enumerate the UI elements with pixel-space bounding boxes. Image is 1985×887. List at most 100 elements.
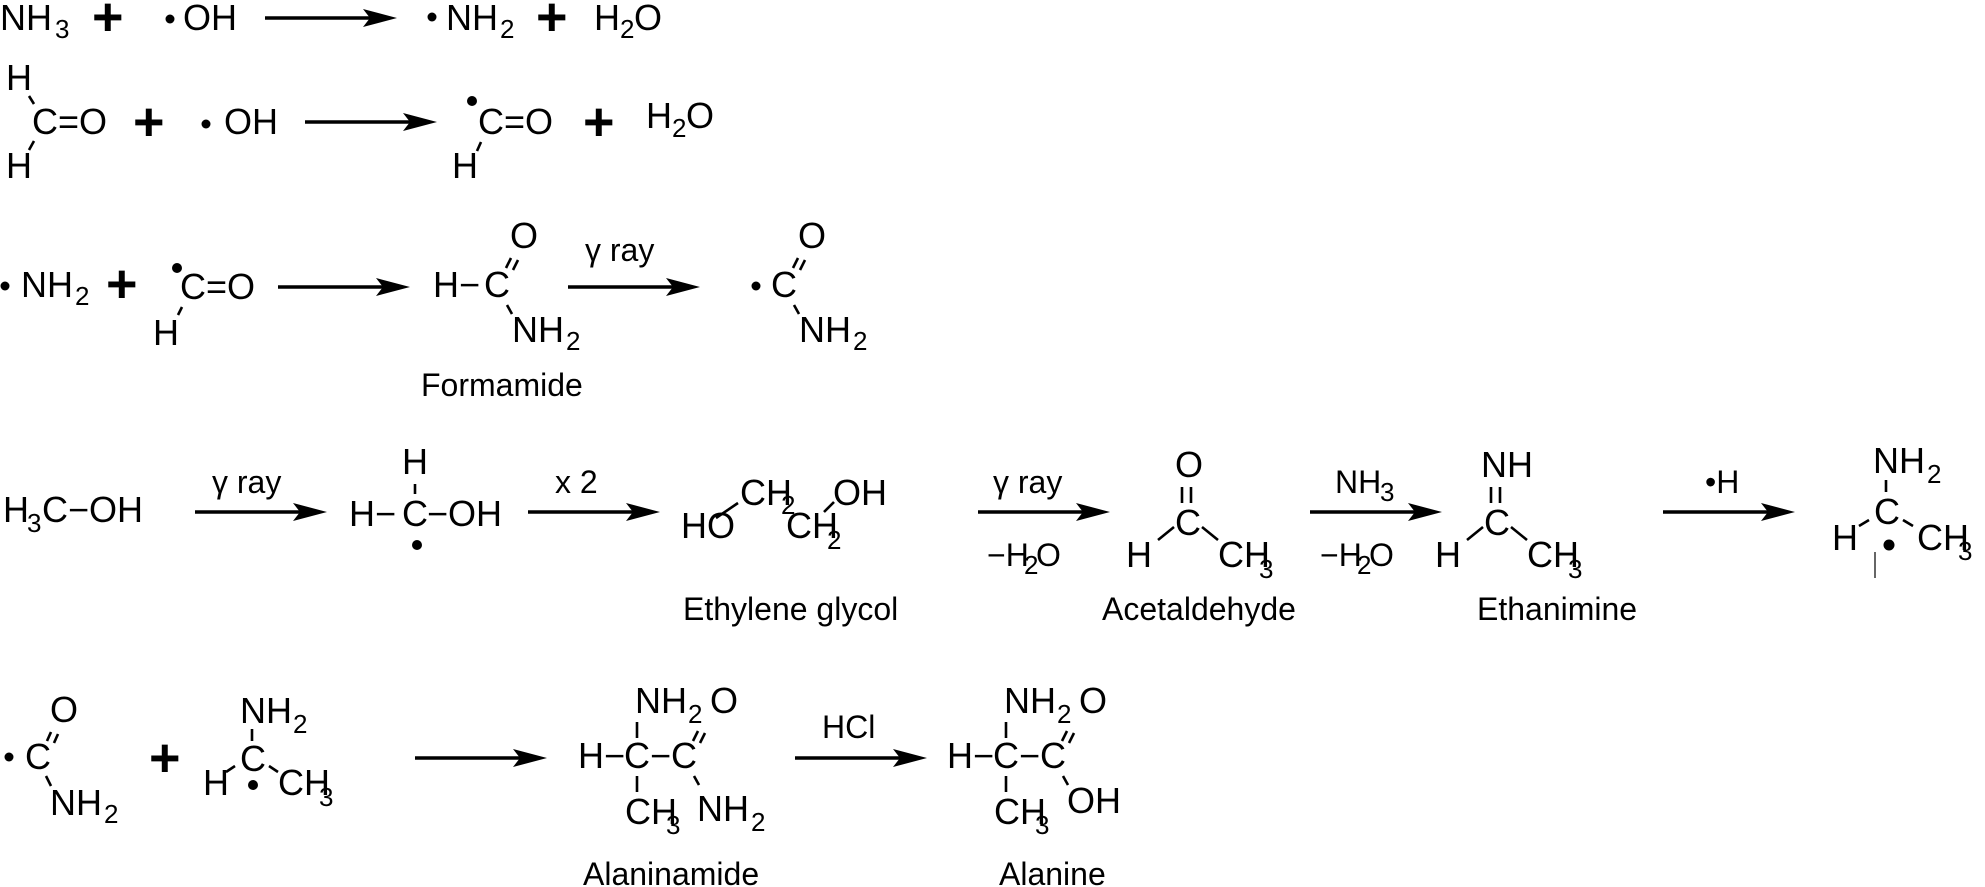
bond [176,306,184,316]
atom-NH: NH [697,788,749,829]
subscript-2: 2 [293,709,307,739]
reaction-arrow: x 2 [528,464,660,521]
atom-H: H [594,0,620,38]
condition-gamma-ray: γ ray [212,464,281,500]
formyl-radical: C=O H [153,263,255,353]
subscript-3: 3 [55,14,69,44]
atom-O: O [710,680,738,721]
atom-H: H [1435,534,1461,575]
atom-CH: CH [1218,534,1270,575]
radical-dot-icon [427,12,437,22]
alaninamide: NH 2 O H− C − C CH 3 NH 2 Alaninamide [578,680,765,887]
bond [268,764,279,774]
reaction-arrow [305,113,437,131]
atom-C: C [671,735,697,776]
bond [1061,775,1070,786]
arrow-head-icon [293,503,327,521]
atom-O: O [1079,680,1107,721]
carbamoyl-radical: C O NH 2 [4,689,118,829]
atom-NH: NH [21,264,73,305]
radical-dot-icon [1883,539,1895,551]
arrow-head-icon [1408,503,1442,521]
subscript-2: 2 [500,14,514,44]
bond [823,501,835,513]
atom-NH: NH [799,309,851,350]
subscript-2: 2 [751,807,765,837]
bond [715,501,739,520]
subscript-2: 2 [1024,550,1038,580]
arrow-head-icon [1761,503,1795,521]
atom-C-OH: C−OH [42,489,143,530]
arrow-head-icon [513,749,547,767]
condition-minus-o: O [1369,537,1394,573]
atom-CH: CH [625,791,677,832]
plus-sign: + [92,0,124,47]
formyl-radical: C=O H [452,96,553,186]
condition-minus-o: O [1036,537,1061,573]
reaction-3: NH 2 + C=O H H− C O NH 2 Formamide γ ray [0,215,867,403]
subscript-3: 3 [1380,477,1394,507]
bond [1858,518,1870,528]
atom-C: C [1484,502,1510,543]
atom-H: H [452,145,478,186]
subscript-2: 2 [672,113,686,143]
bond [27,140,36,151]
radical-dot-icon [751,281,761,291]
aminoethyl-radical: NH 2 C H CH 3 [1832,440,1972,578]
subscript-2: 2 [104,799,118,829]
atom-NH: NH [0,0,52,38]
reaction-arrow: HCl [795,709,927,767]
arrow-head-icon [1076,503,1110,521]
atom-O: O [510,215,538,256]
reaction-arrow: γ ray −H 2 O [978,464,1110,580]
radical-dot-icon [165,14,175,24]
bond [504,257,513,269]
radical-dot-icon [201,119,211,129]
atom-H: H [1832,517,1858,558]
hydroxymethyl-radical: H H− C −OH [349,441,502,550]
bond [1060,730,1069,742]
bond [698,732,707,744]
atom-H-dash: H− [349,493,396,534]
aminoethyl-radical: NH 2 C H CH 3 [203,690,333,812]
condition-gamma-ray: γ ray [585,232,654,268]
reaction-4: H 3 C−OH γ ray H H− C −OH x 2 HO CH 2 C [3,440,1972,627]
subscript-3: 3 [319,782,333,812]
atom-NH: NH [240,690,292,731]
condition-minus-h: −H [987,537,1029,573]
atom-NH: NH [512,309,564,350]
atom-C: C [25,736,51,777]
subscript-2: 2 [75,281,89,311]
reaction-arrow: γ ray [568,232,700,296]
bond [1466,525,1484,542]
subscript-3: 3 [1568,554,1582,584]
atom-C: C [484,264,510,305]
compound-label-ethylene-glycol: Ethylene glycol [683,591,898,627]
atom-H-dash: H− [947,735,994,776]
subscript-3: 3 [1035,810,1049,840]
subscript-2: 2 [688,699,702,729]
amino-radical: NH 2 [0,264,89,311]
bond [505,304,514,315]
bond [692,775,701,786]
plus-sign: + [149,728,181,788]
arrow-head-icon [893,749,927,767]
reaction-arrow: γ ray [195,464,327,521]
bond [798,259,807,271]
radical-dot-icon [4,752,14,762]
atom-C: C [1040,735,1066,776]
hydroxyl-radical: OH [201,101,278,142]
atom-C: C [1874,491,1900,532]
bond [1902,518,1914,528]
radical-dot-icon [172,263,182,273]
methanol: H 3 C−OH [3,489,143,538]
atom-H: H [646,95,672,136]
bond [691,730,700,742]
bond [511,259,520,271]
compound-label-alaninamide: Alaninamide [583,856,759,887]
bond [791,257,800,269]
atom-NH: NH [446,0,498,38]
bond [1067,732,1076,744]
atom-O: O [634,0,662,38]
